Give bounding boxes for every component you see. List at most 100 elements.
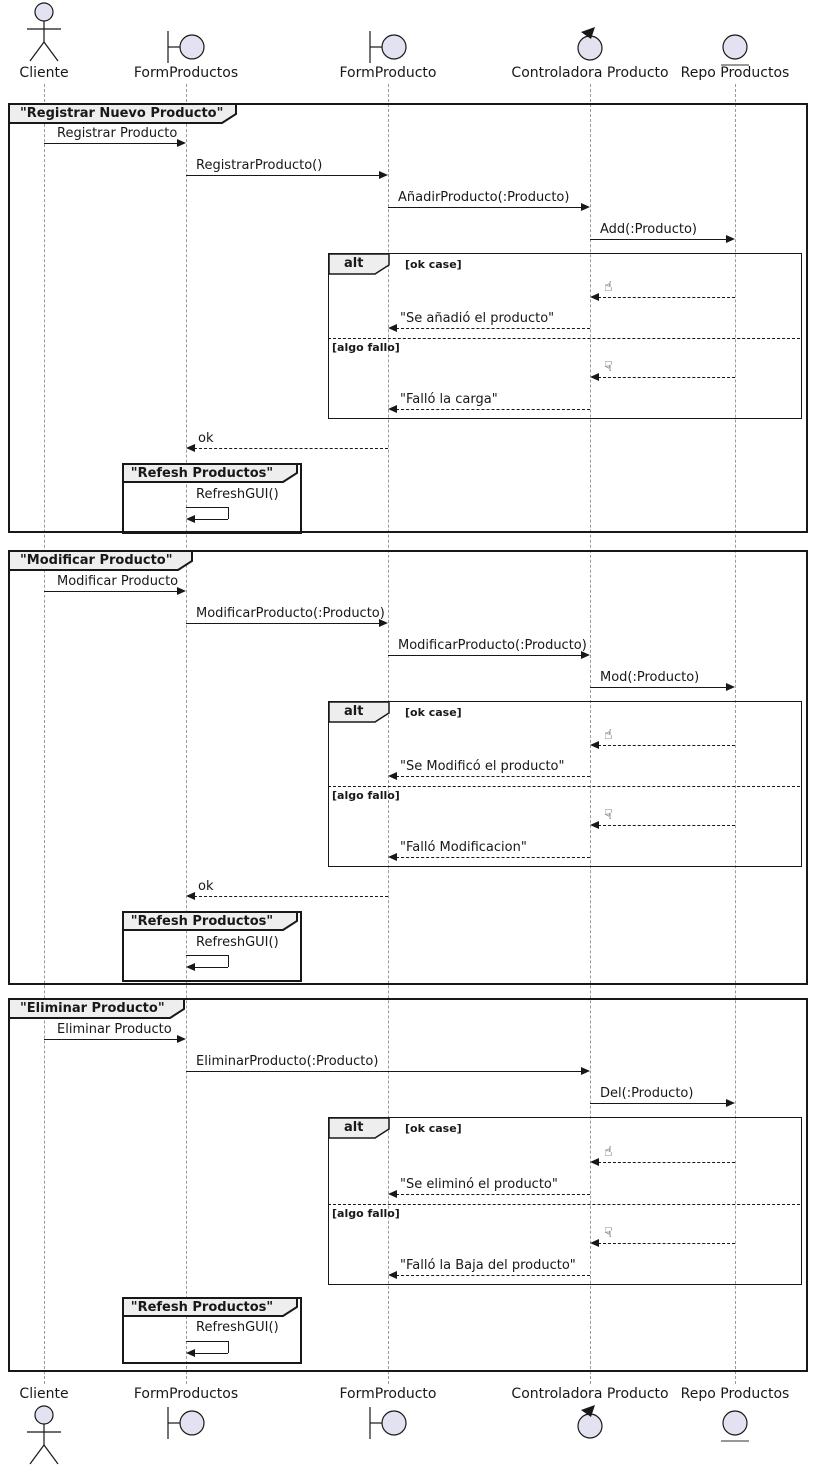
message-label: ModificarProducto(:Producto)	[196, 606, 385, 621]
message-label: ok	[198, 879, 214, 894]
self-message	[228, 1341, 229, 1353]
alt-fragment	[328, 253, 802, 419]
message-label: "Falló Modificacion"	[400, 840, 527, 855]
thumbs-down-icon: ☟	[604, 359, 613, 375]
message-arrow	[186, 175, 380, 176]
arrowhead	[581, 651, 590, 659]
participant-label-cliente: Cliente	[19, 65, 69, 81]
actor-icon	[22, 2, 66, 64]
self-message	[186, 1341, 228, 1342]
message-label: "Se eliminó el producto"	[400, 1177, 558, 1192]
message-label: "Se añadió el producto"	[400, 311, 555, 326]
return-arrow	[396, 1275, 590, 1276]
arrowhead	[388, 853, 397, 861]
guard-fail: [algo fallo]	[332, 341, 400, 354]
thumbs-down-icon: ☟	[604, 807, 613, 823]
self-message	[194, 519, 228, 520]
arrowhead	[388, 772, 397, 780]
arrowhead	[186, 515, 195, 523]
thumbs-up-icon: ☝	[604, 727, 613, 743]
self-message	[186, 507, 228, 508]
frame-tab	[122, 463, 298, 483]
arrowhead	[379, 619, 388, 627]
message-label: ModificarProducto(:Producto)	[398, 638, 587, 653]
self-message	[228, 955, 229, 967]
frame-modificar-producto	[8, 550, 808, 985]
thumbs-up-icon: ☝	[604, 1144, 613, 1160]
self-message	[194, 967, 228, 968]
control-icon	[570, 26, 610, 66]
arrowhead	[590, 741, 599, 749]
message-label: Eliminar Producto	[57, 1022, 172, 1037]
lifeline-controladora-producto	[590, 84, 591, 1384]
alt-tab	[328, 701, 390, 723]
participant-label-formproductos: FormProductos	[133, 65, 239, 81]
message-label: EliminarProducto(:Producto)	[196, 1054, 379, 1069]
arrowhead	[590, 1239, 599, 1247]
arrowhead	[590, 1158, 599, 1166]
arrowhead	[581, 1067, 590, 1075]
message-label: "Se Modificó el producto"	[400, 759, 565, 774]
return-arrow	[396, 328, 590, 329]
participant-label-controladora: Controladora Producto	[511, 1386, 669, 1402]
participant-label-formproducto: FormProducto	[339, 1386, 437, 1402]
alt-tab	[328, 1117, 390, 1139]
arrowhead	[590, 373, 599, 381]
message-label: RegistrarProducto()	[196, 158, 323, 173]
alt-fragment	[328, 1117, 802, 1285]
return-arrow	[194, 448, 388, 449]
message-label: Modificar Producto	[57, 574, 179, 589]
frame-eliminar-producto	[8, 998, 808, 1372]
return-arrow	[598, 1243, 735, 1244]
arrowhead	[388, 1190, 397, 1198]
self-message	[186, 955, 228, 956]
return-arrow	[598, 745, 735, 746]
arrowhead	[726, 1099, 735, 1107]
boundary-icon	[166, 28, 206, 68]
alt-divider	[328, 1204, 800, 1205]
control-icon	[570, 1404, 610, 1444]
arrowhead	[379, 171, 388, 179]
return-arrow	[598, 1162, 735, 1163]
participant-label-formproducto: FormProducto	[339, 65, 437, 81]
participant-label-repo: Repo Productos	[680, 1386, 790, 1402]
frame-title: "Registrar Nuevo Producto"	[20, 106, 224, 121]
boundary-icon	[368, 28, 408, 68]
participant-label-cliente: Cliente	[19, 1386, 69, 1402]
participant-label-controladora: Controladora Producto	[511, 65, 669, 81]
message-label: "Falló la Baja del producto"	[400, 1258, 576, 1273]
alt-divider	[328, 786, 800, 787]
arrowhead	[186, 963, 195, 971]
message-label: Del(:Producto)	[600, 1086, 694, 1101]
message-arrow	[44, 1039, 178, 1040]
message-label: Mod(:Producto)	[600, 670, 700, 685]
frame-registrar-nuevo-producto	[8, 103, 808, 533]
frame-tab	[8, 550, 193, 571]
thumbs-up-icon: ☝	[604, 279, 613, 295]
guard-fail: [algo fallo]	[332, 789, 400, 802]
lifeline-formproductos	[186, 84, 187, 1384]
arrowhead	[726, 683, 735, 691]
frame-tab	[122, 911, 298, 931]
message-label: Add(:Producto)	[600, 222, 698, 237]
message-arrow	[388, 655, 582, 656]
message-label: RefreshGUI()	[196, 935, 279, 950]
frame-tab	[122, 1297, 298, 1317]
message-label: ok	[198, 431, 214, 446]
alt-fragment	[328, 701, 802, 867]
guard-ok: [ok case]	[405, 1122, 462, 1135]
guard-fail: [algo fallo]	[332, 1207, 400, 1220]
guard-ok: [ok case]	[405, 706, 462, 719]
arrowhead	[590, 293, 599, 301]
arrowhead	[177, 139, 186, 147]
entity-icon	[715, 29, 755, 69]
participant-label-repo: Repo Productos	[680, 65, 790, 81]
message-arrow	[186, 1071, 582, 1072]
message-label: RefreshGUI()	[196, 487, 279, 502]
lifeline-cliente	[44, 84, 45, 1384]
message-arrow	[590, 1103, 727, 1104]
alt-keyword: alt	[344, 1120, 364, 1135]
arrowhead	[726, 235, 735, 243]
alt-divider	[328, 338, 800, 339]
arrowhead	[590, 821, 599, 829]
